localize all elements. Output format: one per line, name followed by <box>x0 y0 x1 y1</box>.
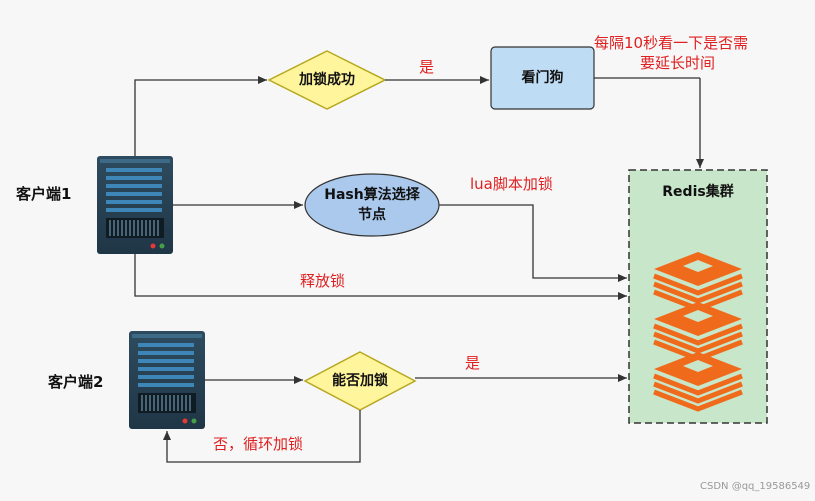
server-icon-client1 <box>97 156 173 254</box>
edge-watchdog-to-cluster <box>594 77 700 168</box>
server-icon-client2 <box>129 331 205 429</box>
redis-logo-icon <box>653 252 743 412</box>
yes-top-label: 是 <box>419 58 435 76</box>
edge-client1-to-lock-success <box>134 76 267 156</box>
watchdog-note-line2: 要延长时间 <box>640 54 716 72</box>
can-lock-label: 能否加锁 <box>332 373 388 389</box>
edge-can-lock-retry <box>163 410 361 463</box>
lock-success-label: 加锁成功 <box>299 72 355 88</box>
release-lock-label: 释放锁 <box>300 272 346 290</box>
redis-cluster-label: Redis集群 <box>662 184 734 200</box>
client1-label: 客户端1 <box>16 185 72 203</box>
watchdog-label: 看门狗 <box>521 70 564 86</box>
hash-select-label: Hash算法选择节点 <box>324 187 420 223</box>
client2-label: 客户端2 <box>48 373 104 391</box>
lua-script-label: lua脚本加锁 <box>470 175 553 193</box>
yes-bottom-label: 是 <box>465 354 481 372</box>
diamond-lock-success <box>267 50 387 110</box>
retry-label: 否，循环加锁 <box>213 435 304 453</box>
watchdog-note-line1: 每隔10秒看一下是否需 <box>594 34 749 52</box>
edge-hash-to-cluster <box>439 204 627 282</box>
edge-client1-release <box>134 254 627 300</box>
watermark: CSDN @qq_19586549 <box>700 481 811 492</box>
